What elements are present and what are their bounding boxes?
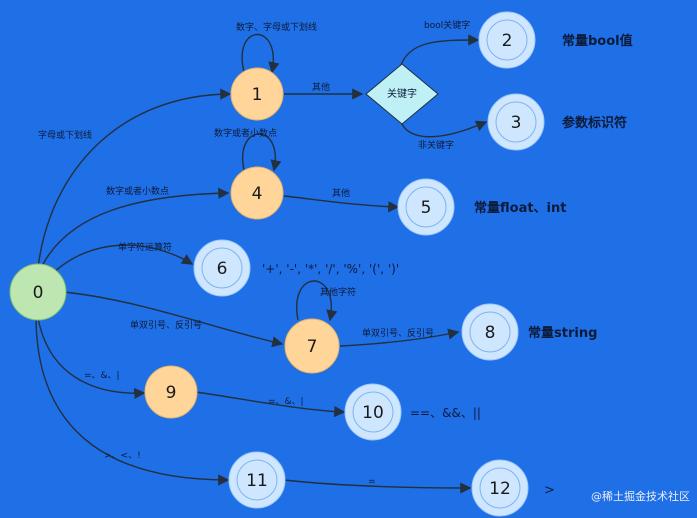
edge-label-0-9: =、&、|	[84, 371, 120, 381]
edge-label-1-self: 数字、字母或下划线	[236, 21, 317, 33]
edge-4-5	[283, 195, 400, 213]
edge-1-self	[241, 34, 280, 74]
state-1	[230, 67, 284, 121]
state-3	[487, 93, 545, 151]
state-1-label: 1	[252, 85, 263, 105]
edge-11-12	[283, 479, 472, 494]
edge-4-self	[242, 133, 282, 172]
side-label-2: 常量bool值	[562, 33, 633, 49]
edge-decision-2	[399, 34, 480, 69]
edge-label-7-8: 单双引号、反引号	[362, 327, 434, 339]
edge-0-6	[49, 244, 194, 277]
edge-0-1	[37, 88, 232, 269]
state-0-label: 0	[33, 283, 44, 303]
state-8-label: 8	[485, 323, 496, 343]
edge-label-7-self: 其他字符	[320, 286, 356, 298]
edge-9-10	[195, 391, 346, 418]
state-11	[228, 451, 286, 509]
edge-0-7	[63, 291, 284, 348]
state-4-label: 4	[252, 184, 263, 204]
edge-decision-3	[399, 119, 488, 138]
state-2	[478, 11, 536, 69]
edge-label-11-12: =	[368, 477, 376, 487]
edge-label-decision-3: 非关键字	[418, 139, 454, 151]
edge-7-self	[296, 280, 338, 322]
edge-label-0-6: 单字符运算符	[118, 241, 172, 253]
edge-label-decision-2: bool关键字	[424, 19, 470, 31]
state-3-label: 3	[511, 113, 522, 133]
edge-label-4-self: 数字或者小数点	[214, 127, 277, 139]
edge-label-0-7: 单双引号、反引号	[130, 319, 202, 331]
edge-label-4-5: 其他	[332, 187, 350, 199]
side-label-3: 参数标识符	[562, 115, 627, 131]
state-10-label: 10	[362, 403, 384, 423]
side-label-12: >	[544, 483, 555, 498]
edge-label-1-decision: 其他	[312, 81, 330, 93]
edge-label-0-11: >、<、!	[104, 451, 141, 461]
state-12-label: 12	[489, 479, 511, 499]
edge-label-9-10: =、&、|	[268, 397, 304, 407]
decision-diamond	[365, 63, 439, 125]
edge-0-9	[37, 317, 146, 400]
side-label-5: 常量float、int	[474, 200, 566, 216]
state-7-label: 7	[307, 337, 318, 357]
state-6-label: 6	[217, 259, 228, 279]
state-5-label: 5	[421, 198, 432, 218]
state-10	[344, 383, 402, 441]
side-label-8: 常量string	[528, 325, 597, 341]
state-12	[471, 459, 529, 517]
state-11-label: 11	[246, 471, 268, 491]
state-4	[230, 166, 284, 220]
state-5	[397, 178, 455, 236]
state-9	[144, 365, 198, 419]
state-9-label: 9	[166, 383, 177, 403]
state-8	[461, 303, 519, 361]
watermark: @稀土掘金技术社区	[591, 489, 690, 503]
edge-0-11	[35, 319, 230, 486]
side-label-6: '+', '-', '*', '/', '%', '(', ')'	[262, 262, 399, 276]
state-6	[193, 239, 251, 297]
edge-label-0-1: 字母或下划线	[38, 129, 92, 141]
state-2-label: 2	[502, 31, 513, 51]
state-0	[9, 263, 67, 321]
state-7	[284, 318, 340, 374]
edge-7-8	[339, 328, 460, 347]
decision-label: 关键字	[387, 87, 417, 100]
edge-label-0-4: 数字或者小数点	[106, 185, 169, 197]
side-label-10: ==、&&、||	[410, 406, 481, 420]
edge-0-4	[41, 187, 230, 267]
